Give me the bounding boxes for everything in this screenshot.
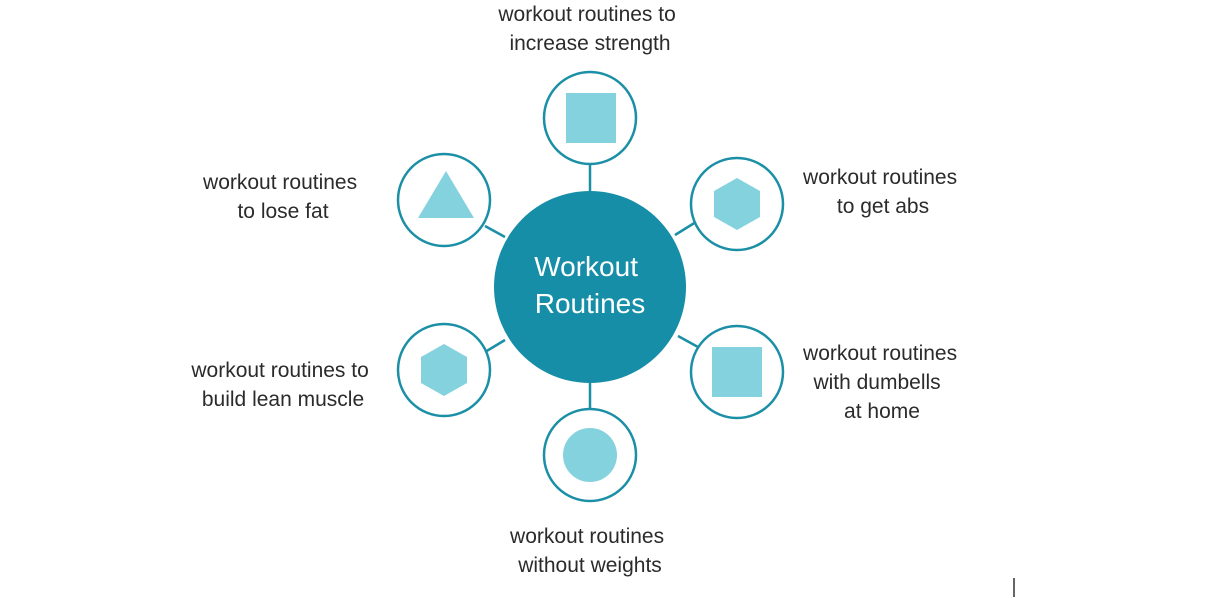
- label-line: with dumbells: [812, 371, 940, 394]
- node-increase-strength: [542, 70, 638, 166]
- label-without-weights: workout routines without weights: [509, 525, 670, 577]
- label-line: at home: [844, 400, 920, 423]
- label-line: workout routines: [509, 525, 664, 548]
- label-line: without weights: [517, 554, 662, 577]
- label-line: build lean muscle: [202, 388, 364, 411]
- label-get-abs: workout routines to get abs: [802, 166, 963, 218]
- connector-dumbells-at-home: [677, 334, 699, 349]
- connector-get-abs: [674, 220, 697, 237]
- hexagon-icon: [421, 344, 467, 396]
- connector-build-lean-muscle: [484, 338, 506, 354]
- label-line: to lose fat: [237, 200, 328, 223]
- hub-title: Workout Routines: [534, 251, 646, 319]
- node-dumbells-at-home: [689, 324, 785, 420]
- triangle-icon: [418, 171, 474, 218]
- hub-circle: [494, 191, 686, 383]
- node-without-weights: [542, 407, 638, 503]
- label-dumbells-at-home: workout routines with dumbells at home: [802, 342, 963, 423]
- label-line: workout routines: [202, 171, 357, 194]
- label-line: workout routines: [802, 342, 957, 365]
- hexagon-icon: [714, 178, 760, 230]
- node-build-lean-muscle: [396, 322, 492, 418]
- square-icon: [566, 93, 616, 143]
- hub-title-line: Routines: [535, 288, 646, 319]
- label-line: to get abs: [837, 195, 929, 218]
- label-lose-fat: workout routines to lose fat: [202, 171, 363, 223]
- label-line: workout routines to: [497, 3, 675, 26]
- label-line: increase strength: [509, 32, 670, 55]
- node-lose-fat: [396, 152, 492, 248]
- circle-icon: [563, 428, 617, 482]
- label-line: workout routines: [802, 166, 957, 189]
- connector-lose-fat: [484, 224, 506, 239]
- hub-title-line: Workout: [534, 251, 638, 282]
- square-icon: [712, 347, 762, 397]
- label-increase-strength: workout routines to increase strength: [497, 3, 681, 55]
- label-line: workout routines to: [190, 359, 368, 382]
- label-build-lean-muscle: workout routines to build lean muscle: [190, 359, 374, 411]
- node-get-abs: [689, 156, 785, 252]
